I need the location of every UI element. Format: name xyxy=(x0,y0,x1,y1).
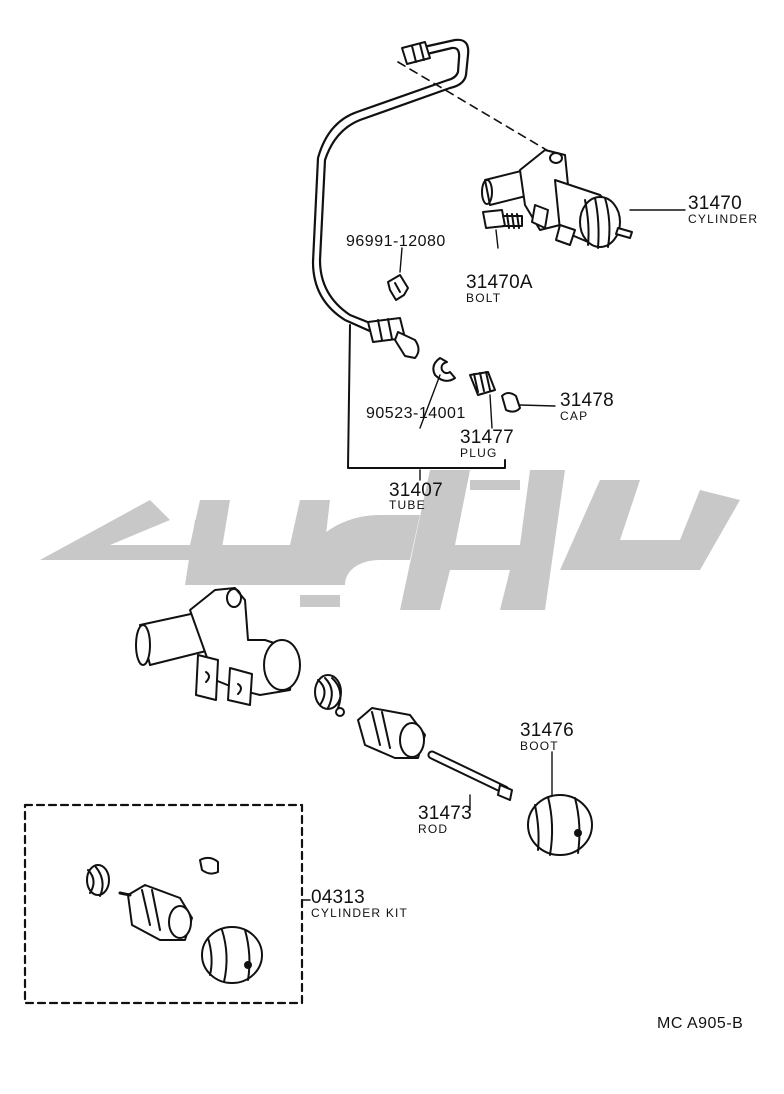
diagram-code: MC A905-B xyxy=(657,1015,744,1032)
part-number-31477: 31477 xyxy=(460,427,514,448)
tube-line xyxy=(318,38,470,327)
part-number-90523-14001: 90523-14001 xyxy=(366,405,466,422)
part-name-plug: PLUG xyxy=(460,446,498,460)
part-name-cylinder: CYLINDER xyxy=(688,212,759,226)
line-art xyxy=(23,38,686,1005)
part-number-96991-12080: 96991-12080 xyxy=(346,233,446,250)
part-number-04313: 04313 xyxy=(311,887,365,908)
part-name-rod: ROD xyxy=(418,822,449,836)
part-number-31407: 31407 xyxy=(389,480,443,501)
watermark-logo xyxy=(40,470,740,610)
part-number-31478: 31478 xyxy=(560,390,614,411)
part-number-31473: 31473 xyxy=(418,803,472,824)
part-number-31470: 31470 xyxy=(688,193,742,214)
part-name-cylinder-kit: CYLINDER KIT xyxy=(311,906,409,920)
part-name-boot: BOOT xyxy=(520,739,559,753)
part-name-tube: TUBE xyxy=(389,498,426,512)
part-name-bolt: BOLT xyxy=(466,291,502,305)
part-number-31470a: 31470A xyxy=(466,272,533,293)
part-number-31476: 31476 xyxy=(520,720,574,741)
part-name-cap: CAP xyxy=(560,409,589,423)
